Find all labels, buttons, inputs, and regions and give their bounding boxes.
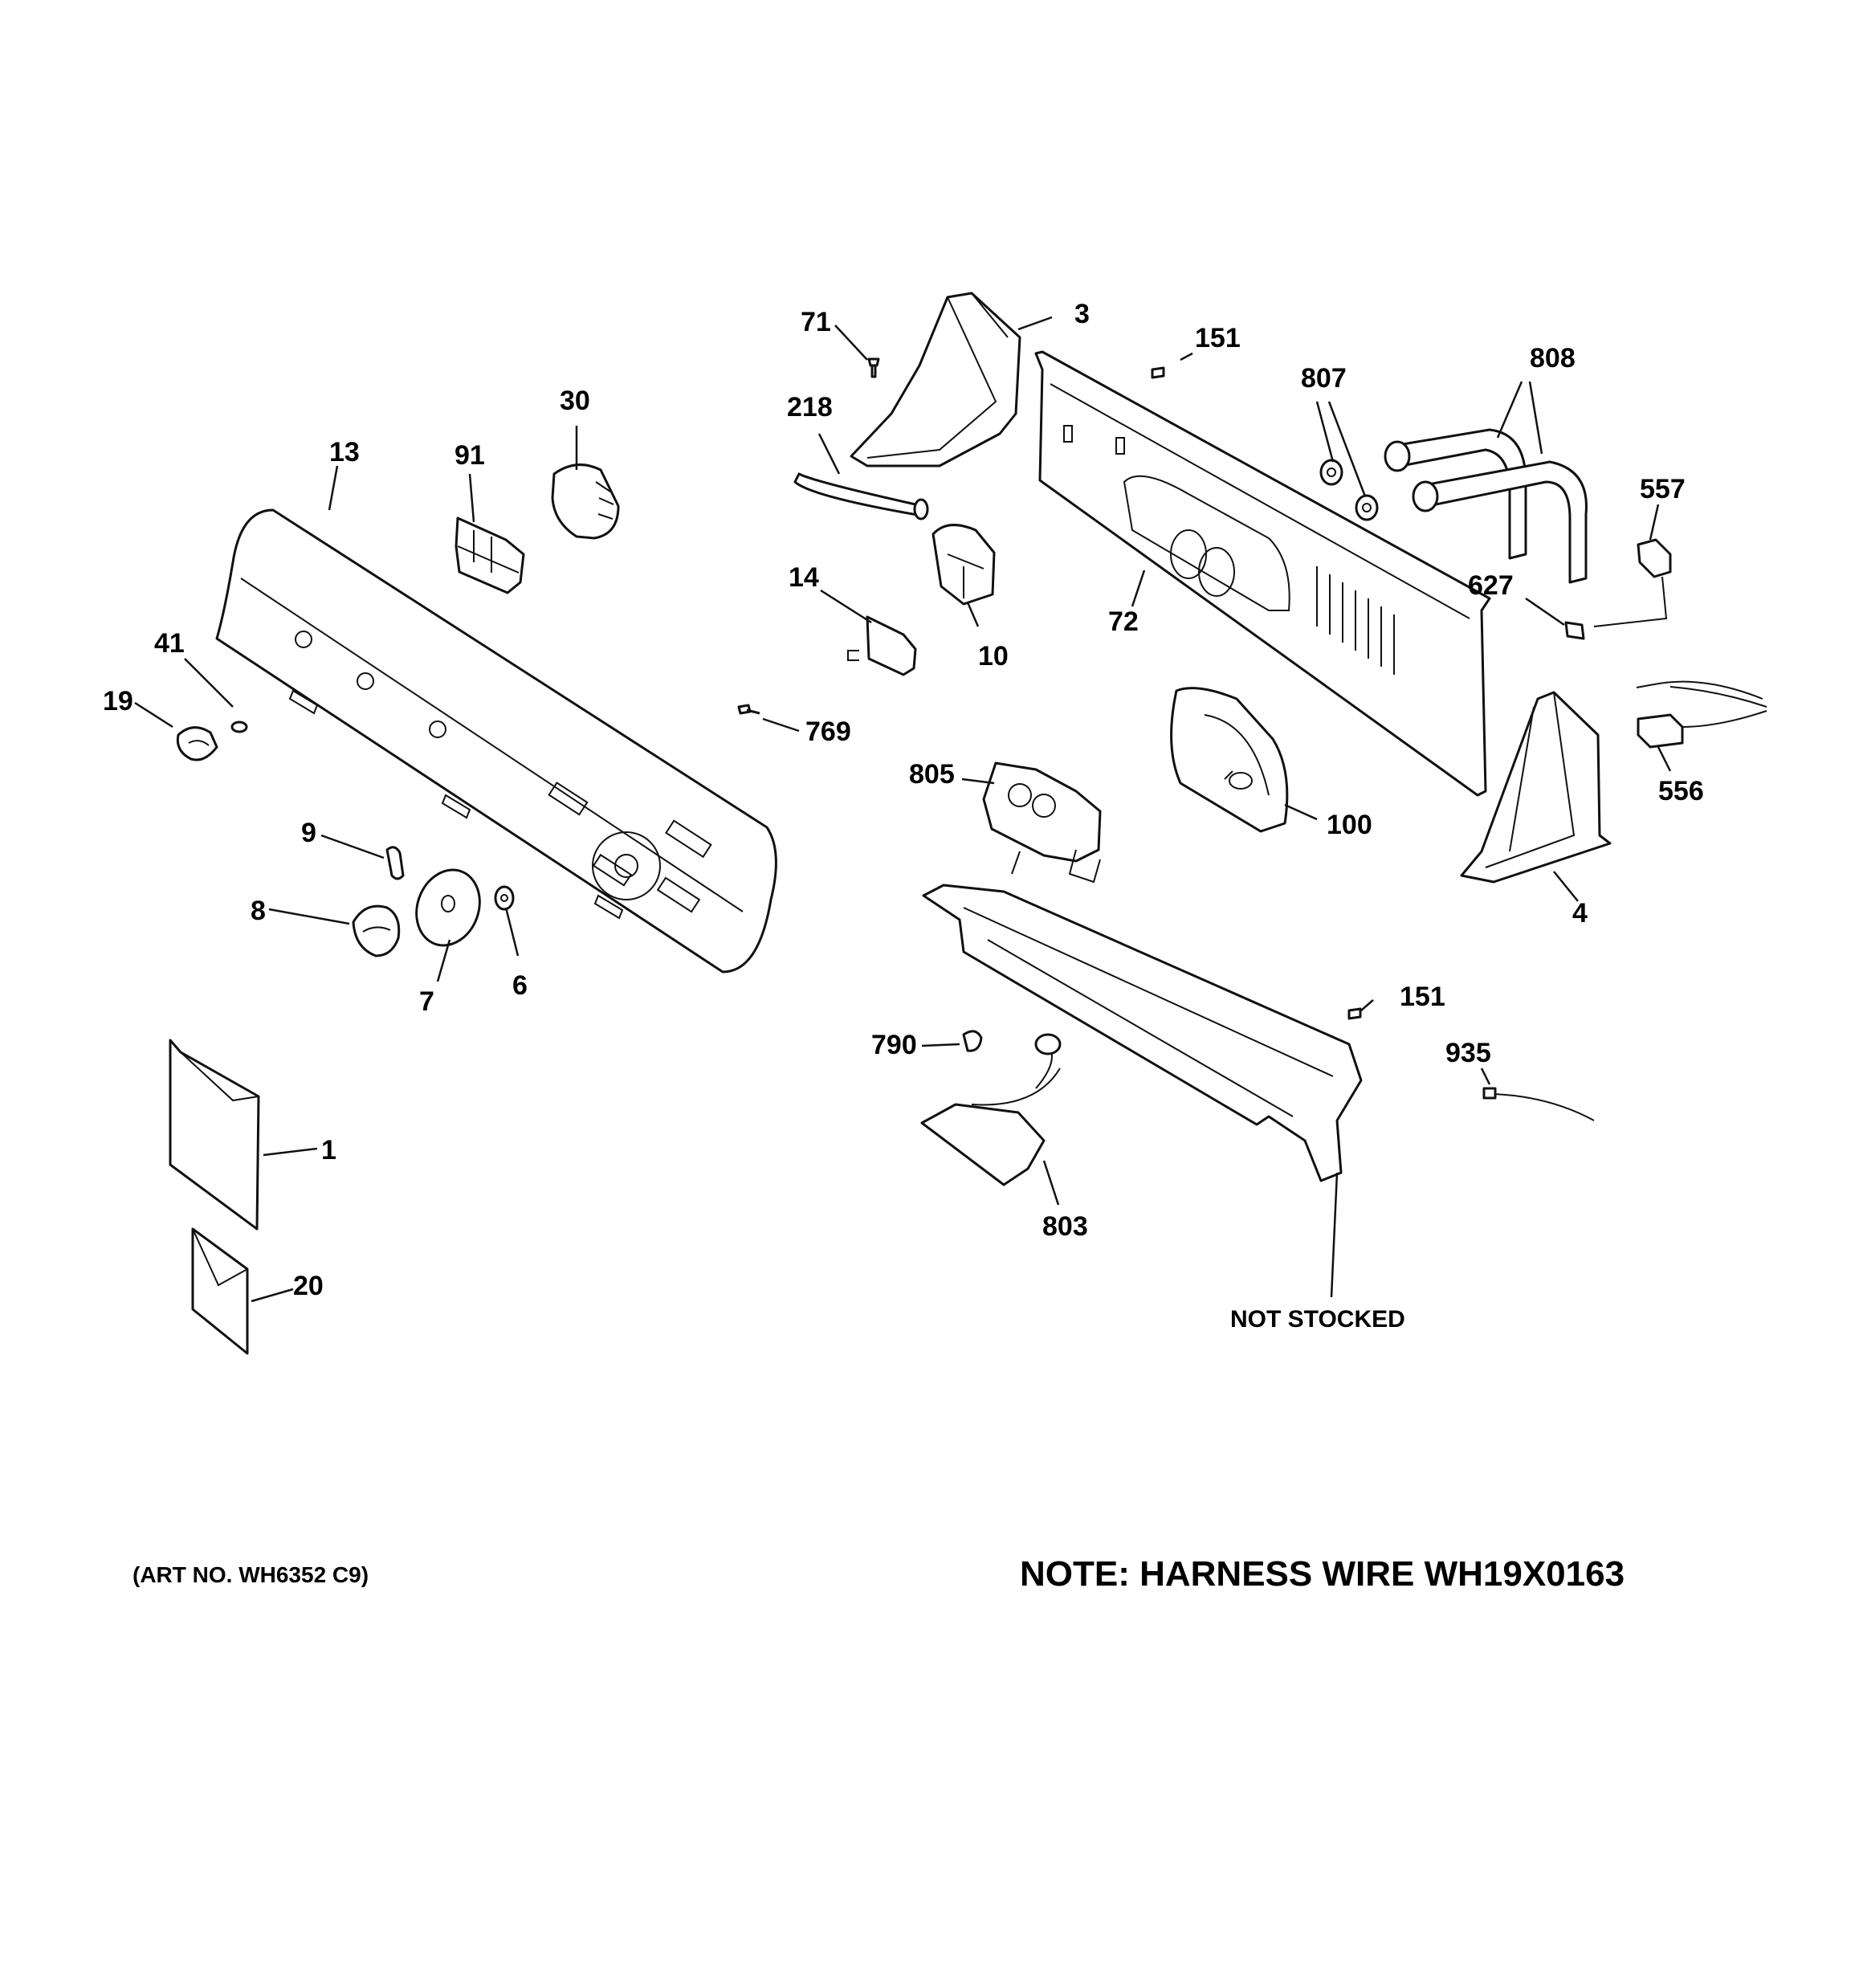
part-30-capacitor (551, 463, 620, 540)
callout-808: 808 (1530, 343, 1576, 374)
not-stocked-label: NOT STOCKED (1230, 1306, 1405, 1333)
part-72-backsplash (1034, 350, 1491, 797)
part-not-stocked-plate (922, 884, 1363, 1182)
callout-7: 7 (419, 986, 434, 1017)
callout-9: 9 (301, 818, 316, 848)
art-number: (ART NO. WH6352 C9) (132, 1562, 369, 1587)
callout-labels: 13 91 30 41 19 9 8 7 6 1 20 71 218 3 151… (103, 299, 1704, 1333)
part-627-plug (1564, 621, 1585, 640)
part-807-washers (1319, 459, 1379, 521)
callout-6: 6 (512, 970, 528, 1001)
callout-807: 807 (1301, 363, 1347, 394)
part-4-bracket (1460, 691, 1612, 884)
callout-91: 91 (455, 440, 485, 471)
part-557-terminal (1593, 538, 1672, 627)
callout-72: 72 (1108, 606, 1139, 637)
part-808-inlet-hoses (1384, 428, 1588, 584)
callout-790: 790 (871, 1030, 917, 1060)
part-6-nut (494, 885, 515, 911)
part-935-wire (1482, 1087, 1595, 1121)
callout-13: 13 (329, 437, 360, 467)
part-14-switch (847, 615, 917, 676)
callout-20: 20 (293, 1271, 324, 1301)
part-803-inlet (920, 1033, 1062, 1186)
part-151-screw-top (1151, 366, 1165, 379)
callout-627: 627 (1468, 570, 1514, 601)
callout-803: 803 (1042, 1211, 1088, 1242)
callout-151b: 151 (1400, 982, 1445, 1012)
callout-4: 4 (1572, 898, 1588, 929)
callout-19: 19 (103, 686, 133, 716)
part-20-literature (191, 1227, 249, 1355)
callout-100: 100 (1327, 810, 1372, 840)
leader-lines (134, 316, 1672, 1303)
part-218-hose (793, 472, 929, 520)
part-41-clip (230, 720, 248, 733)
callout-556: 556 (1658, 776, 1704, 806)
part-100-timer (1170, 687, 1289, 833)
part-9-clip (385, 846, 405, 880)
harness-wire-note: NOTE: HARNESS WIRE WH19X0163 (1020, 1554, 1625, 1594)
callout-769: 769 (805, 716, 851, 747)
part-13-control-panel (215, 508, 777, 974)
part-790-clamp (962, 1030, 983, 1052)
callout-71: 71 (801, 307, 831, 337)
callout-935: 935 (1445, 1038, 1491, 1068)
callout-1: 1 (321, 1135, 336, 1165)
callout-30: 30 (560, 386, 590, 416)
callout-10: 10 (978, 641, 1009, 672)
callout-8: 8 (251, 896, 266, 926)
callout-41: 41 (154, 628, 185, 659)
part-7-skirt (415, 868, 481, 947)
callout-218: 218 (787, 392, 833, 423)
part-805-valve (982, 761, 1102, 884)
part-1-literature (169, 1039, 260, 1231)
callout-805: 805 (909, 759, 955, 790)
part-8-knob (352, 904, 401, 957)
part-71-screw (867, 357, 880, 378)
part-769-screw (737, 704, 760, 715)
part-10-pressure-switch (932, 524, 996, 606)
callout-557: 557 (1640, 474, 1686, 504)
callout-151a: 151 (1195, 323, 1241, 353)
part-3-bracket (850, 292, 1021, 467)
part-19-knob (176, 726, 218, 761)
part-151-screw-lower (1347, 1007, 1362, 1020)
callout-14: 14 (789, 562, 819, 593)
callout-3: 3 (1074, 299, 1090, 329)
part-556-harness (1636, 680, 1767, 749)
part-91-switch (455, 516, 525, 594)
